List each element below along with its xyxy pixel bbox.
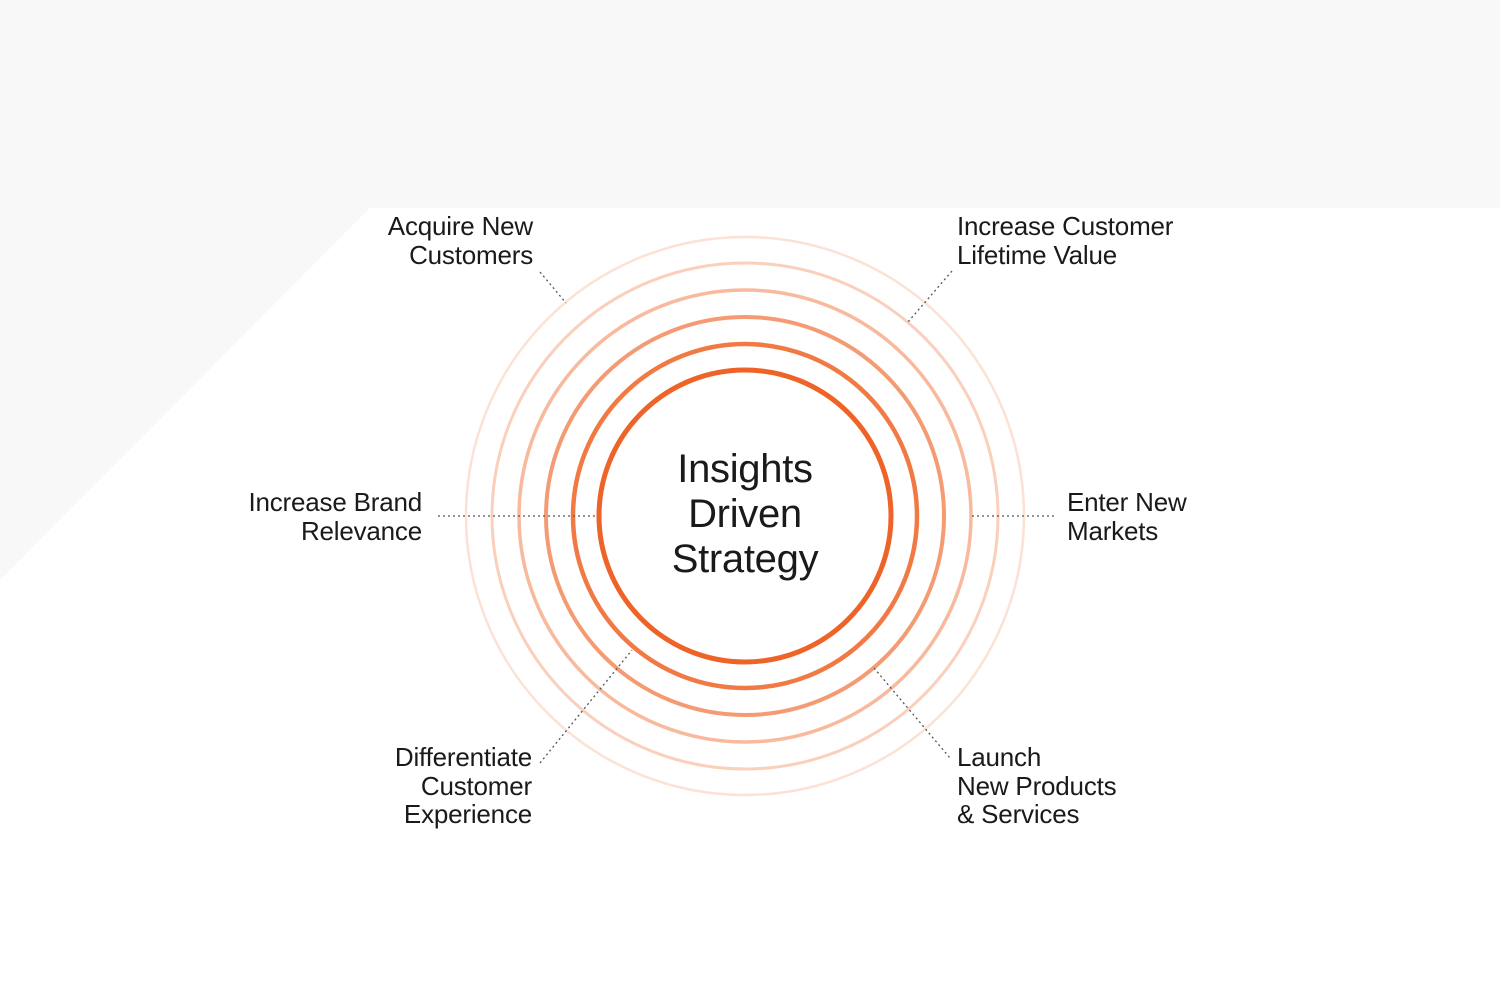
goal-acquire-line-2: Customers [409, 239, 533, 270]
goal-lifetime-line-1: Increase Customer [957, 211, 1174, 241]
ring-3 [544, 315, 946, 717]
goal-markets-line-1: Enter New [1067, 487, 1187, 517]
goal-launch-line-3: & Services [957, 799, 1080, 829]
goal-increase-lifetime-value: Increase Customer Lifetime Value [957, 212, 1173, 269]
connector-differentiate [539, 649, 633, 764]
center-title-line-2: Driven [688, 492, 802, 536]
goal-differentiate-line-1: Differentiate [394, 742, 532, 772]
goal-brand-line-1: Increase Brand [248, 487, 422, 517]
connector-lifetime [907, 270, 953, 323]
goal-differentiate-line-3: Experience [403, 799, 532, 829]
goal-launch-line-1: Launch [957, 742, 1042, 772]
connectors-group [438, 270, 1055, 764]
goal-acquire-new-customers: Acquire New Customers [388, 212, 533, 269]
goal-launch-new-products-services: Launch New Products & Services [957, 742, 1117, 829]
goal-enter-new-markets: Enter New Markets [1067, 488, 1187, 545]
goal-markets-line-2: Markets [1067, 515, 1159, 546]
goal-lifetime-line-2: Lifetime Value [957, 239, 1118, 270]
goal-brand-line-2: Relevance [300, 515, 422, 546]
connector-launch [873, 667, 951, 759]
goal-differentiate-line-2: Customer [420, 770, 532, 801]
goal-launch-line-2: New Products [957, 770, 1117, 801]
goal-acquire-line-1: Acquire New [387, 211, 533, 241]
connector-acquire [539, 271, 567, 304]
center-title: Insights Driven Strategy [595, 447, 895, 582]
ring-1 [596, 367, 894, 665]
center-title-line-1: Insights [677, 447, 813, 491]
center-title-line-3: Strategy [671, 537, 819, 581]
light-gray-angled-panel [0, 0, 1500, 580]
goal-increase-brand-relevance: Increase Brand Relevance [248, 488, 422, 545]
goal-differentiate-customer-experience: Differentiate Customer Experience [395, 743, 532, 829]
